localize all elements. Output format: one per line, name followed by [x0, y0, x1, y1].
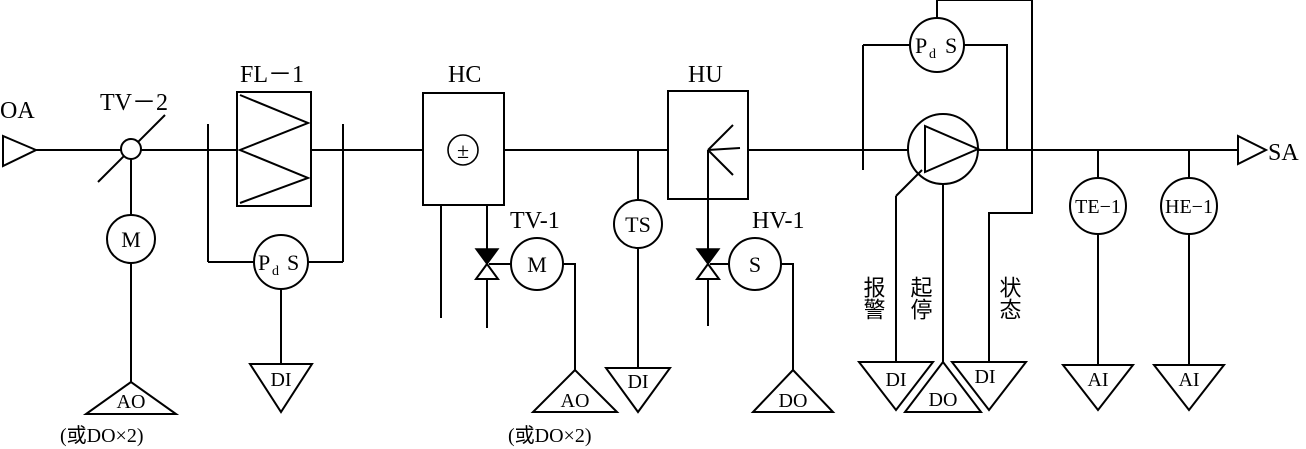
tv1-motor-label: M: [527, 252, 547, 277]
tv2-motor-label: M: [121, 227, 141, 252]
sa-outlet-arrow: [1237, 134, 1269, 166]
fl1-pds-s: S: [287, 250, 299, 275]
di-alarm-triangle: [856, 361, 936, 412]
ts-label: TS: [625, 212, 651, 237]
tv1-label: TV-1: [510, 208, 560, 234]
alarm-label: 报警: [860, 276, 886, 320]
di-ts-label: DI: [627, 371, 648, 393]
fl1-pds-p: P: [258, 250, 270, 275]
te1-sensor: [1069, 150, 1127, 365]
ao2-triangle: [530, 368, 620, 413]
ts-sensor: [613, 150, 663, 368]
tv2-label: TV－2: [100, 90, 168, 116]
tv2-damper: M: [97, 114, 166, 382]
supply-fan: [862, 0, 1033, 362]
te1-label: TE−1: [1075, 196, 1121, 218]
fan-pds-p: P: [915, 33, 927, 58]
fan-pds-s: S: [945, 33, 957, 58]
do-start-triangle: [902, 360, 984, 413]
do-start-label: DO: [929, 389, 958, 411]
oa-inlet-arrow: [2, 134, 39, 168]
di-filter-label: DI: [270, 369, 291, 391]
ao2-note: (或DO×2): [508, 424, 592, 447]
start-stop-label: 起停: [907, 276, 933, 320]
ai-te-triangle: [1060, 364, 1136, 412]
fan-pds-d: d: [929, 47, 936, 62]
ao1-triangle: [82, 380, 180, 415]
fl1-label: FL－1: [240, 62, 304, 88]
di-status-label: DI: [974, 366, 995, 388]
hv1-label: HV-1: [752, 208, 804, 234]
hc-symbol: ±: [457, 138, 469, 163]
hu-humidifier: [667, 90, 794, 370]
ai-he-label: AI: [1178, 369, 1199, 391]
status-label: 状态: [996, 276, 1022, 320]
ao1-note: (或DO×2): [60, 424, 144, 447]
di-ts-triangle: [604, 367, 672, 414]
ao1-label: AO: [117, 391, 146, 413]
hc-coil: [422, 92, 576, 370]
ai-he-triangle: [1151, 364, 1227, 412]
di-status-triangle: [949, 361, 1029, 412]
he1-label: HE−1: [1165, 196, 1213, 218]
do-hv-label: DO: [779, 390, 808, 412]
ao2-label: AO: [561, 390, 590, 412]
oa-label: OA: [0, 98, 35, 124]
fl1-pds-d: d: [272, 264, 279, 279]
di-filter-triangle: [248, 363, 314, 414]
hu-label: HU: [688, 62, 723, 88]
di-alarm-label: DI: [885, 369, 906, 391]
hv1-s-label: S: [749, 252, 761, 277]
ai-te-label: AI: [1087, 369, 1108, 391]
do-hv-triangle: [750, 368, 836, 413]
fl1-filter: [207, 91, 344, 364]
hc-label: HC: [448, 62, 481, 88]
sa-label: SA: [1268, 140, 1299, 166]
he1-sensor: [1160, 150, 1218, 365]
